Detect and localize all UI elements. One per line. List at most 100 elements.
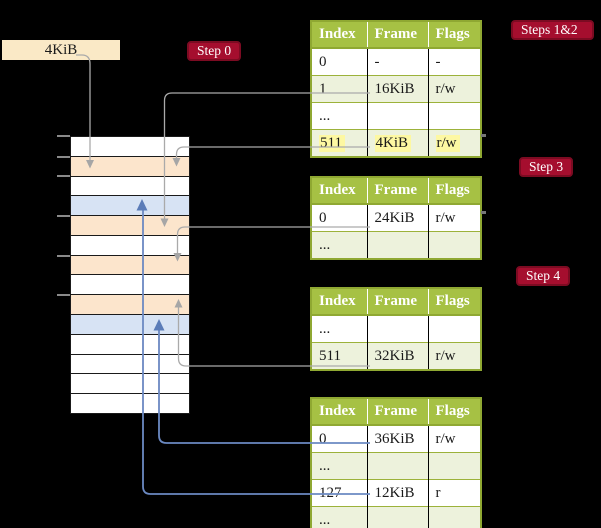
table-cell: 24KiB: [366, 203, 428, 232]
column-header: Frame: [366, 177, 428, 205]
table-row: ...: [311, 314, 481, 343]
memory-row-white: [71, 176, 189, 197]
column-header: Index: [311, 288, 367, 316]
frame-size-label: 4KiB: [44, 42, 78, 58]
memory-row-blue: [71, 196, 189, 217]
table-cell: 511: [311, 342, 367, 370]
memory-row-peach: [71, 216, 189, 236]
memory-tick: [57, 155, 70, 158]
table-row: ...: [311, 506, 481, 528]
table-cell: [366, 452, 428, 480]
table-cell: 511: [311, 129, 367, 157]
badge-step-3: Step 3: [519, 157, 574, 177]
column-header: Index: [311, 177, 367, 205]
memory-row-peach: [71, 255, 189, 276]
table-cell: r/w: [427, 203, 481, 232]
table-cell: -: [427, 47, 481, 76]
memory-row-white: [71, 235, 189, 256]
clipped-arrow-stub: [481, 211, 486, 214]
table-cell: ...: [311, 314, 367, 343]
badge-step-0: Step 0: [187, 41, 242, 61]
memory-row-white: [71, 334, 189, 355]
table-row: ...: [311, 102, 481, 130]
memory-row-white: [71, 137, 189, 157]
memory-row-white: [71, 394, 189, 413]
table-row: ...: [311, 452, 481, 480]
table-cell: 16KiB: [366, 75, 428, 103]
table-cell: r/w: [427, 424, 481, 453]
table-cell: 36KiB: [366, 424, 428, 453]
highlighted-value: 511: [319, 134, 345, 152]
column-header: Index: [311, 21, 367, 49]
table-cell: r/w: [427, 129, 481, 157]
table-row: 0--: [311, 47, 481, 76]
table-cell: 12KiB: [366, 479, 428, 507]
badge-step-3-label: Step 3: [529, 159, 564, 174]
table-cell: -: [366, 47, 428, 76]
memory-row-blue: [71, 315, 189, 335]
table-cell: 1: [311, 75, 367, 103]
column-header: Flags: [427, 288, 481, 316]
memory-tick: [57, 135, 70, 137]
clipped-arrow-stub: [481, 134, 486, 137]
table-cell: r: [427, 479, 481, 507]
table-cell: [366, 506, 428, 528]
memory-tick: [57, 175, 70, 177]
table-cell: [427, 452, 481, 480]
memory-tick: [57, 254, 70, 257]
table-cell: 0: [311, 203, 367, 232]
table-cell: 127: [311, 479, 367, 507]
column-header: Flags: [427, 398, 481, 426]
column-header: Frame: [366, 21, 428, 49]
table-cell: [427, 506, 481, 528]
badge-step-4-label: Step 4: [526, 268, 561, 283]
highlighted-value: 4KiB: [374, 134, 412, 152]
table-cell: ...: [311, 231, 367, 259]
highlighted-value: r/w: [435, 134, 460, 152]
column-header: Frame: [366, 398, 428, 426]
memory-tick: [57, 214, 70, 217]
table-cell: ...: [311, 102, 367, 130]
memory-row-peach: [71, 295, 189, 316]
table-cell: [427, 231, 481, 259]
memory-row-white: [71, 374, 189, 395]
memory-row-white: [71, 275, 189, 296]
physical-memory-column: [70, 136, 190, 414]
badge-steps-1-2-label: Steps 1&2: [521, 22, 578, 37]
table-row: 511 4KiB r/w: [311, 129, 481, 157]
frame-size-box: 4KiB: [2, 40, 120, 60]
memory-row-peach: [71, 156, 189, 177]
badge-steps-1-2: Steps 1&2: [511, 20, 594, 40]
column-header: Index: [311, 398, 367, 426]
table-cell: r/w: [427, 342, 481, 370]
table-cell: [427, 102, 481, 130]
badge-step-0-label: Step 0: [197, 43, 232, 58]
table-cell: ...: [311, 506, 367, 528]
table-row: ...: [311, 231, 481, 259]
memory-row-white: [71, 354, 189, 375]
table-cell: [366, 102, 428, 130]
column-header: Flags: [427, 177, 481, 205]
memory-tick: [57, 294, 70, 296]
badge-step-4: Step 4: [516, 266, 571, 286]
column-header: Flags: [427, 21, 481, 49]
table-cell: 32KiB: [366, 342, 428, 370]
table-cell: 4KiB: [366, 129, 428, 157]
table-cell: ...: [311, 452, 367, 480]
column-header: Frame: [366, 288, 428, 316]
table-cell: [427, 314, 481, 343]
